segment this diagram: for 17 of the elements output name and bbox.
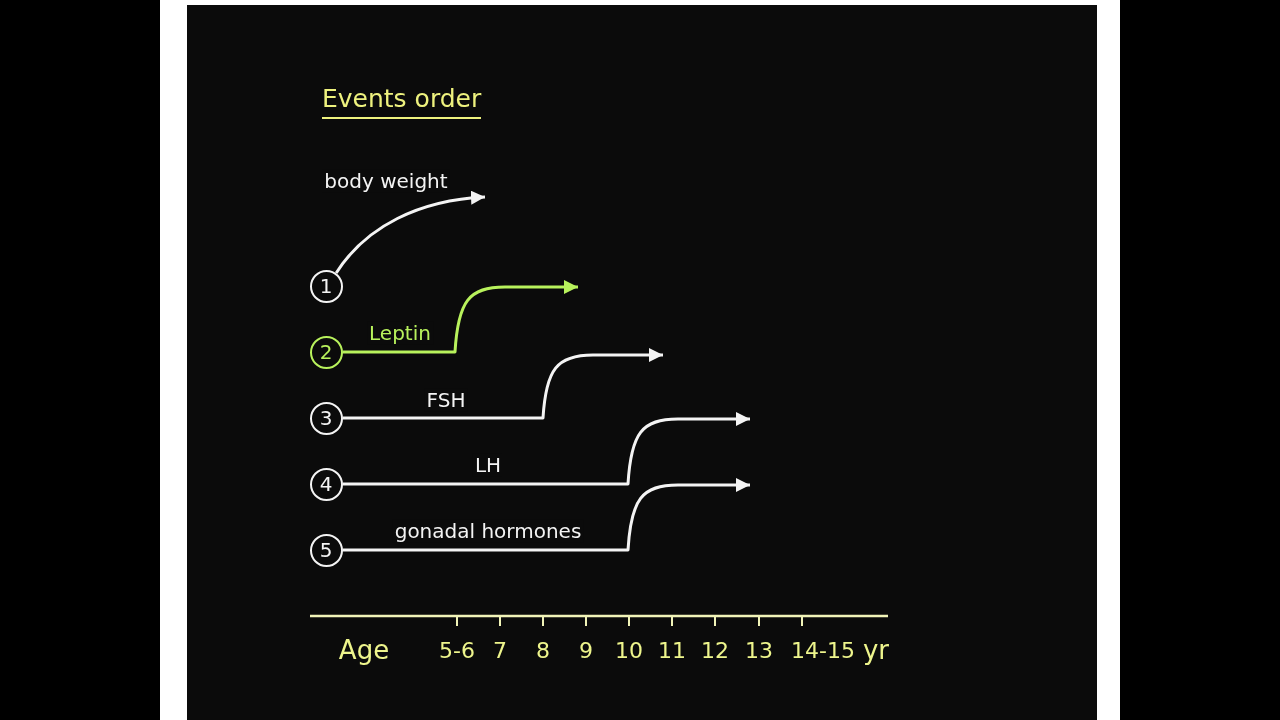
tick-label: 12 [701,638,729,664]
arrow [342,412,750,486]
tick-label: 13 [745,638,773,664]
tick-label: 11 [658,638,686,664]
arrow [342,280,578,354]
arrow [342,478,750,552]
arrow [334,191,486,274]
axis-title: Age [338,636,390,666]
title: Events order [322,84,482,119]
tick-label: 10 [615,638,643,664]
tick-label: 14-15 [791,638,855,664]
tick-label: 7 [493,638,507,664]
tick-label: 5-6 [439,638,475,664]
tick-label: 8 [536,638,550,664]
arrow [342,348,663,420]
tick-label: 9 [579,638,593,664]
axis-unit: yr [862,636,890,666]
